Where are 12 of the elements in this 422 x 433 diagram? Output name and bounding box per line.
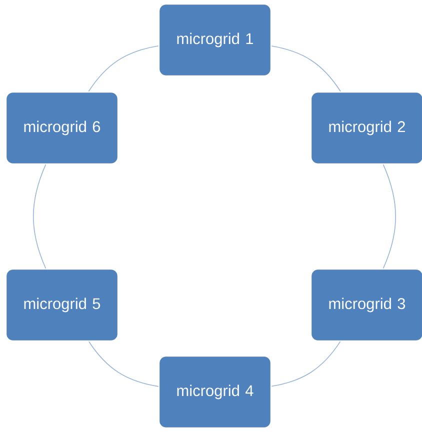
ring-line [271, 46, 341, 92]
ring-line [271, 341, 341, 387]
microgrid-box: microgrid 2 [310, 91, 422, 165]
microgrid-box: microgrid 6 [5, 91, 119, 165]
ring-line [382, 164, 396, 269]
microgrid-box: microgrid 3 [310, 268, 422, 342]
microgrid-box: microgrid 4 [158, 355, 272, 429]
ring-line [88, 45, 159, 92]
microgrid-box: microgrid 5 [5, 268, 119, 342]
ring-line [88, 341, 159, 387]
ring-line [32, 164, 46, 269]
microgrid-box: microgrid 1 [158, 3, 272, 77]
